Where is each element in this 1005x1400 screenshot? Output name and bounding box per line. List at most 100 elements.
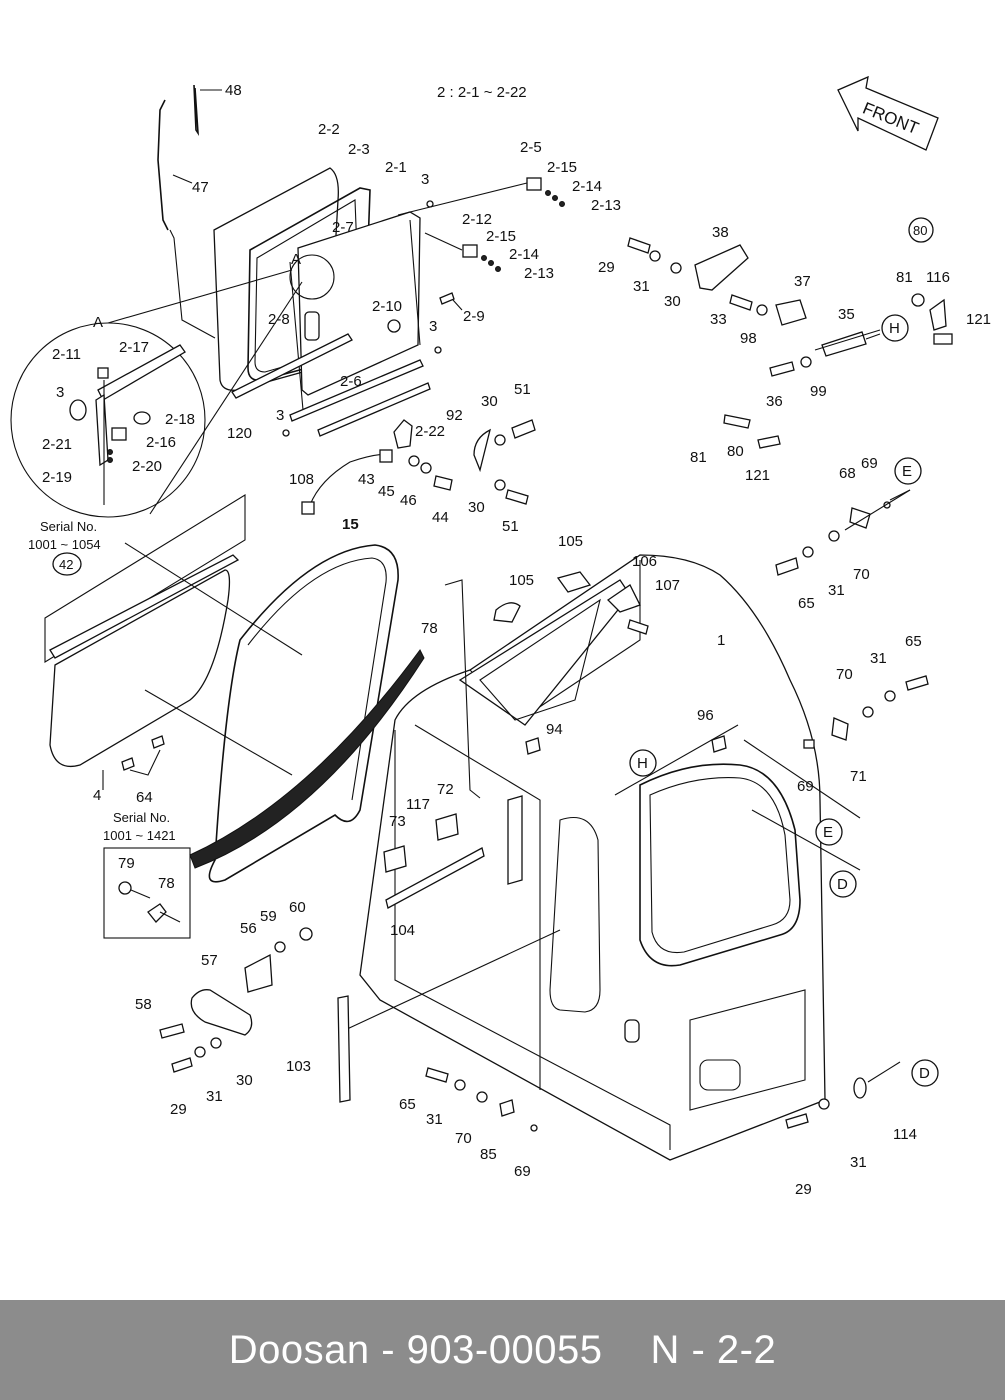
label-38: 38 xyxy=(712,224,729,241)
label-2-1: 2-1 xyxy=(385,159,407,176)
label-121-b: 121 xyxy=(745,467,770,484)
label-2-15-b: 2-15 xyxy=(486,228,516,245)
label-37: 37 xyxy=(794,273,811,290)
serial-box-2 xyxy=(103,847,191,939)
label-2-15-a: 2-15 xyxy=(547,159,577,176)
label-31-b: 31 xyxy=(828,582,845,599)
label-99: 99 xyxy=(810,383,827,400)
label-69-a: 69 xyxy=(861,455,878,472)
label-3-d: 3 xyxy=(56,384,64,401)
label-120: 120 xyxy=(227,425,252,442)
label-58: 58 xyxy=(135,996,152,1013)
label-103: 103 xyxy=(286,1058,311,1075)
label-33: 33 xyxy=(710,311,727,328)
label-2-22: 2-22 xyxy=(415,423,445,440)
label-3-c: 3 xyxy=(276,407,284,424)
label-85: 85 xyxy=(480,1146,497,1163)
label-35: 35 xyxy=(838,306,855,323)
label-2-14-b: 2-14 xyxy=(509,246,539,263)
label-73: 73 xyxy=(389,813,406,830)
label-80: 80 xyxy=(727,443,744,460)
label-2-5: 2-5 xyxy=(520,139,542,156)
label-30-a: 30 xyxy=(664,293,681,310)
label-60: 60 xyxy=(289,899,306,916)
label-44: 44 xyxy=(432,509,449,526)
serial-2-title: Serial No. xyxy=(113,810,170,825)
label-104: 104 xyxy=(390,922,415,939)
door-seal xyxy=(189,544,425,883)
label-2-13-a: 2-13 xyxy=(591,197,621,214)
label-29-b: 29 xyxy=(170,1101,187,1118)
label-98: 98 xyxy=(740,330,757,347)
serial-1-range: 1001 ~ 1054 xyxy=(28,537,101,552)
label-31-e: 31 xyxy=(426,1111,443,1128)
label-65-b: 65 xyxy=(905,633,922,650)
label-2-11: 2-11 xyxy=(52,346,81,363)
label-70-b: 70 xyxy=(836,666,853,683)
label-51-a: 51 xyxy=(514,381,531,398)
label-1: 1 xyxy=(717,632,725,649)
label-2-9: 2-9 xyxy=(463,308,485,325)
label-81-b: 81 xyxy=(690,449,707,466)
door-window-assembly xyxy=(213,167,565,449)
label-2-18: 2-18 xyxy=(165,411,195,428)
label-56: 56 xyxy=(240,920,257,937)
footer-bar: Doosan - 903-00055 N - 2-2 xyxy=(0,1300,1005,1400)
label-2-12: 2-12 xyxy=(462,211,492,228)
label-15: 15 xyxy=(342,516,359,533)
label-2-17: 2-17 xyxy=(119,339,149,356)
label-2-21: 2-21 xyxy=(42,436,72,453)
label-65-a: 65 xyxy=(798,595,815,612)
label-31-a: 31 xyxy=(633,278,650,295)
label-29-a: 29 xyxy=(598,259,615,276)
label-2-13-b: 2-13 xyxy=(524,265,554,282)
label-31-c: 31 xyxy=(870,650,887,667)
ref-circle-d-bottom: D xyxy=(919,1065,930,1082)
part-labels: 48 47 2-2 2-3 2-1 3 2-5 2-15 2-14 2-13 2… xyxy=(42,82,991,1198)
hardware-parts xyxy=(159,237,953,1132)
ref-circle-h-cab: H xyxy=(637,755,648,772)
label-78-a: 78 xyxy=(421,620,438,637)
label-4: 4 xyxy=(93,787,101,804)
label-94: 94 xyxy=(546,721,563,738)
label-2-3: 2-3 xyxy=(348,141,370,158)
ref-circle-e-top: E xyxy=(902,463,912,480)
cab-body xyxy=(344,554,861,1161)
label-48: 48 xyxy=(225,82,242,99)
label-2-6: 2-6 xyxy=(340,373,362,390)
label-116: 116 xyxy=(926,269,950,286)
reference-circles: 80 H E H E D D 42 xyxy=(52,217,939,1087)
label-70-a: 70 xyxy=(853,566,870,583)
label-30-b: 30 xyxy=(481,393,498,410)
serial-2-range: 1001 ~ 1421 xyxy=(103,828,176,843)
label-2-14-a: 2-14 xyxy=(572,178,602,195)
ref-circle-d-cab: D xyxy=(837,876,848,893)
label-71: 71 xyxy=(850,768,867,785)
label-69-c: 69 xyxy=(514,1163,531,1180)
detail-a-label: A xyxy=(93,314,103,331)
label-47: 47 xyxy=(192,179,209,196)
ref-circle-e-cab: E xyxy=(823,824,833,841)
ref-circle-80: 80 xyxy=(913,223,927,238)
label-107: 107 xyxy=(655,577,680,594)
label-31-f: 31 xyxy=(850,1154,867,1171)
label-65-c: 65 xyxy=(399,1096,416,1113)
label-114: 114 xyxy=(893,1126,917,1143)
label-45: 45 xyxy=(378,483,395,500)
label-43: 43 xyxy=(358,471,375,488)
label-a: A xyxy=(291,251,301,268)
label-3-a: 3 xyxy=(421,171,429,188)
label-108: 108 xyxy=(289,471,314,488)
label-64: 64 xyxy=(136,789,153,806)
label-30-d: 30 xyxy=(236,1072,253,1089)
label-105-a: 105 xyxy=(558,533,583,550)
label-2-20: 2-20 xyxy=(132,458,162,475)
label-69-b: 69 xyxy=(797,778,814,795)
label-51-b: 51 xyxy=(502,518,519,535)
label-29-c: 29 xyxy=(795,1181,812,1198)
ref-circle-h-top: H xyxy=(889,320,900,337)
label-121-a: 121 xyxy=(966,311,991,328)
label-31-d: 31 xyxy=(206,1088,223,1105)
group-note: 2 : 2-1 ~ 2-22 xyxy=(437,84,527,101)
door-glass xyxy=(44,494,303,790)
